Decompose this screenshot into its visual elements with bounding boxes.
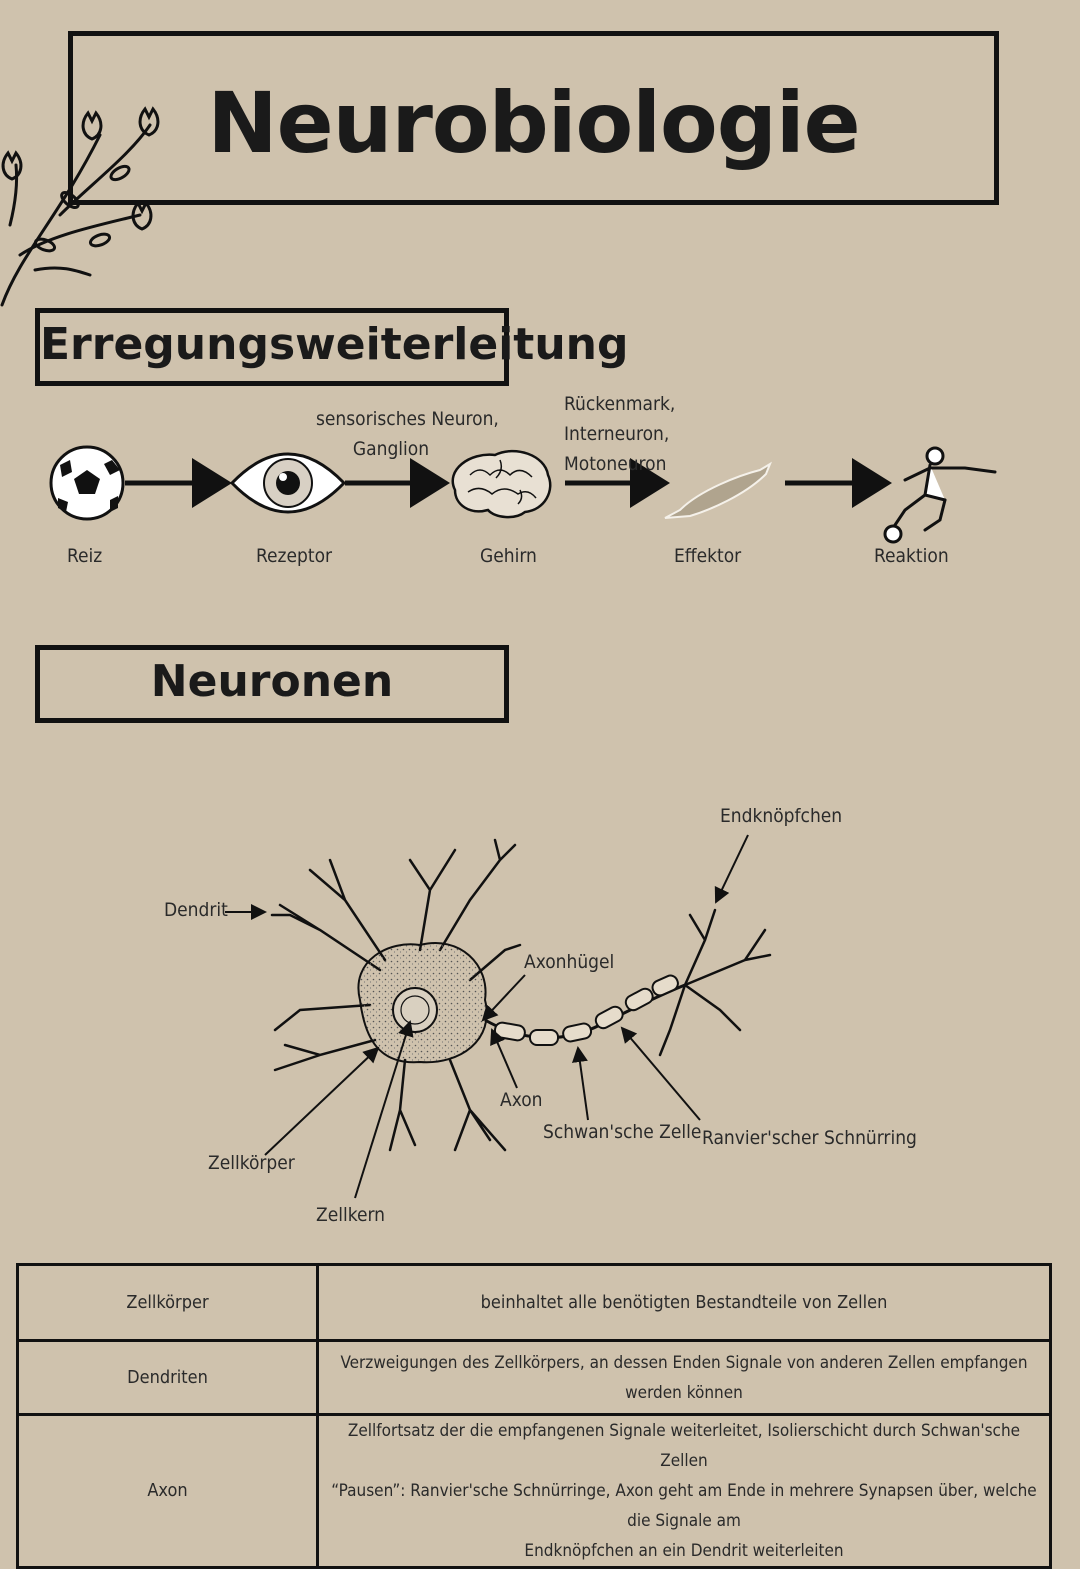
section-heading-neuronen: Neuronen <box>150 656 394 707</box>
definition-line: “Pausen”: Ranvier'sche Schnürringe, Axon… <box>331 1481 1037 1531</box>
arrow-note-line: Motoneuron <box>564 453 667 475</box>
chain-label-reaktion: Reaktion <box>874 545 949 567</box>
flower-branch-icon <box>0 106 160 307</box>
definition-cell: Zellfortsatz der die empfangenen Signale… <box>316 1413 1052 1569</box>
muscle-icon <box>664 461 773 519</box>
label-zellkoerper: Zellkörper <box>208 1152 295 1174</box>
chain-label-reiz: Reiz <box>67 545 103 567</box>
page-title: Neurobiologie <box>207 74 860 172</box>
definitions-table: Zellkörper beinhaltet alle benötigten Be… <box>16 1263 1052 1569</box>
definition-line: Zellfortsatz der die empfangenen Signale… <box>347 1421 1021 1471</box>
label-zellkern: Zellkern <box>316 1204 385 1226</box>
brain-icon <box>451 449 552 519</box>
table-row: Dendriten Verzweigungen des Zellkörpers,… <box>16 1339 1052 1416</box>
arrow-note-line: Rückenmark, <box>564 393 676 415</box>
definition-cell: Verzweigungen des Zellkörpers, an dessen… <box>316 1339 1052 1416</box>
eye-icon <box>229 452 347 514</box>
chain-label-gehirn: Gehirn <box>480 545 537 567</box>
chain-label-rezeptor: Rezeptor <box>256 545 333 567</box>
table-row: Zellkörper beinhaltet alle benötigten Be… <box>16 1263 1052 1342</box>
arrow-note-line: Ganglion <box>352 438 430 460</box>
label-schwann-zelle: Schwan'sche Zelle <box>543 1121 702 1143</box>
arrow-note-line: sensorisches Neuron, <box>316 408 499 430</box>
table-row: Axon Zellfortsatz der die empfangenen Si… <box>16 1413 1052 1569</box>
section-heading-box: Neuronen <box>35 645 509 723</box>
label-endknoepfchen: Endknöpfchen <box>720 805 843 827</box>
term-cell: Zellkörper <box>16 1263 319 1342</box>
term-cell: Dendriten <box>16 1339 319 1416</box>
neuron-diagram <box>225 834 772 1199</box>
label-ranvier: Ranvier'scher Schnürring <box>702 1127 917 1149</box>
label-axon: Axon <box>500 1089 543 1111</box>
definition-line: Endknöpfchen an ein Dendrit weiterleiten <box>524 1541 844 1561</box>
label-axonhuegel: Axonhügel <box>524 951 615 973</box>
soccer-player-icon <box>883 446 997 544</box>
section-heading-erregungsweiterleitung: Erregungsweiterleitung <box>40 319 629 370</box>
definition-line: beinhaltet alle benötigten Bestandteile … <box>480 1291 888 1313</box>
arrow-note-line: Interneuron, <box>564 423 670 445</box>
soccer-ball-icon <box>49 445 125 521</box>
label-dendrit: Dendrit <box>164 899 228 921</box>
flow-diagram <box>49 445 997 544</box>
definition-cell: beinhaltet alle benötigten Bestandteile … <box>316 1263 1052 1342</box>
definition-line: Verzweigungen des Zellkörpers, an dessen… <box>340 1352 1028 1403</box>
title-box: Neurobiologie <box>68 31 999 205</box>
chain-label-effektor: Effektor <box>674 545 742 567</box>
section-heading-box: Erregungsweiterleitung <box>35 308 629 386</box>
term-cell: Axon <box>16 1413 319 1569</box>
